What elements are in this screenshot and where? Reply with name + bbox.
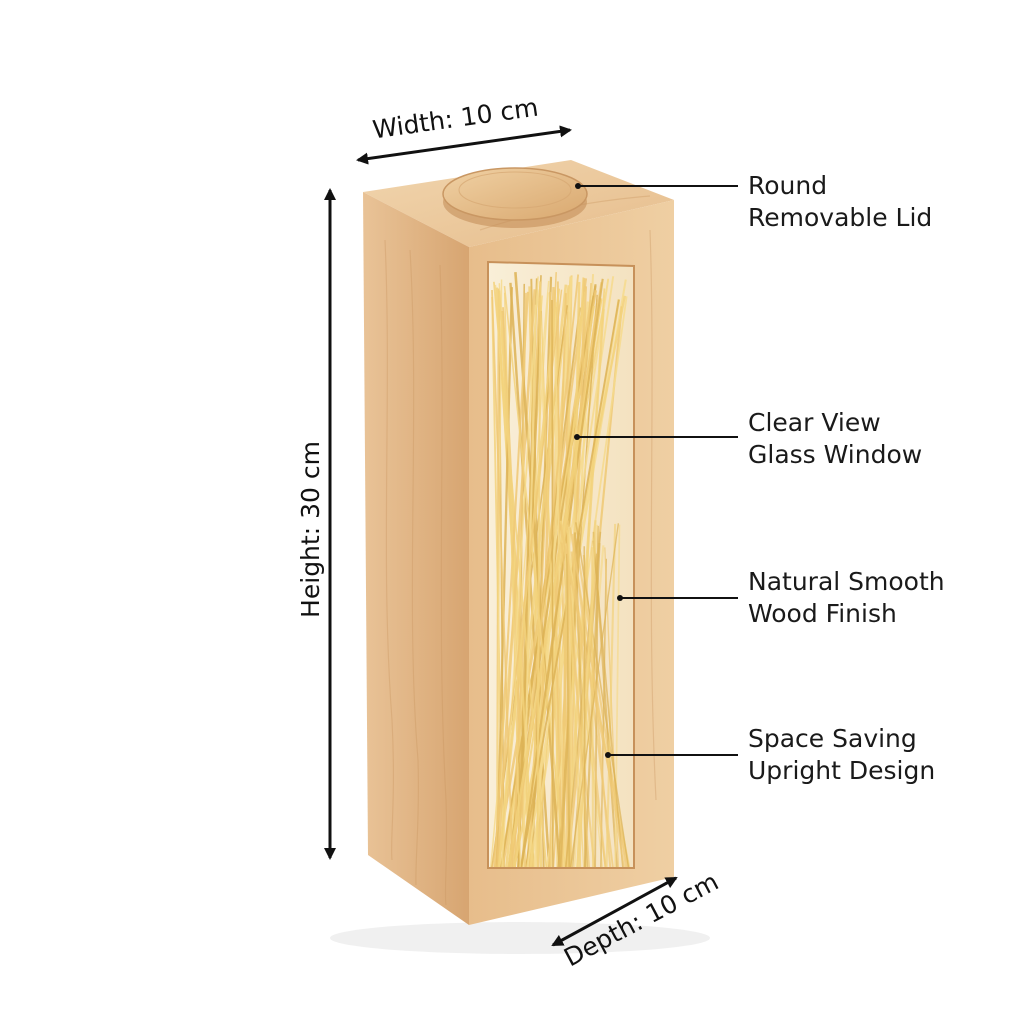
spaghetti-strand — [551, 300, 554, 868]
spaghetti-strand — [491, 289, 514, 868]
spaghetti-strand — [503, 292, 522, 868]
spaghetti-strand — [491, 289, 563, 868]
spaghetti-strand — [576, 522, 590, 868]
spaghetti-strand — [566, 553, 571, 868]
round-lid — [442, 167, 588, 221]
callout-line: Removable Lid — [748, 203, 933, 232]
spaghetti-strand — [493, 291, 529, 868]
callout-upright-design: Space Saving Upright Design — [748, 723, 935, 787]
spaghetti-strand — [491, 296, 505, 868]
spaghetti-strand — [569, 523, 620, 868]
box-side — [363, 192, 469, 925]
callout-line: Round — [748, 171, 828, 200]
spaghetti-strand — [519, 278, 604, 868]
spaghetti-strand — [567, 552, 572, 868]
spaghetti-strand — [536, 297, 542, 868]
spaghetti-strand — [592, 540, 624, 868]
callout-dots — [574, 183, 623, 758]
wood-grain — [384, 195, 657, 906]
spaghetti-strand — [600, 558, 608, 868]
spaghetti-strand — [605, 523, 617, 868]
spaghetti-strand — [539, 281, 562, 868]
callout-line: Glass Window — [748, 440, 923, 469]
spaghetti-strand — [566, 543, 591, 868]
depth-arrow — [551, 876, 678, 947]
spaghetti-strand — [577, 520, 597, 868]
height-label: Height: 30 cm — [295, 441, 325, 618]
callout-line: Wood Finish — [748, 599, 897, 628]
callout-round-lid: Round Removable Lid — [748, 170, 932, 234]
width-arrow — [356, 125, 572, 165]
spaghetti-strand — [569, 527, 626, 868]
callout-line: Upright Design — [748, 756, 936, 785]
callout-line: Natural Smooth — [748, 567, 945, 596]
callout-line: Space Saving — [748, 724, 917, 753]
callout-glass-window: Clear View Glass Window — [748, 407, 922, 471]
spaghetti-bundle — [489, 272, 631, 868]
spaghetti-strand — [495, 279, 503, 868]
callout-wood-finish: Natural Smooth Wood Finish — [748, 566, 945, 630]
callout-line: Clear View — [748, 408, 881, 437]
callout-leaders — [577, 185, 738, 756]
spaghetti-strand — [503, 286, 567, 868]
